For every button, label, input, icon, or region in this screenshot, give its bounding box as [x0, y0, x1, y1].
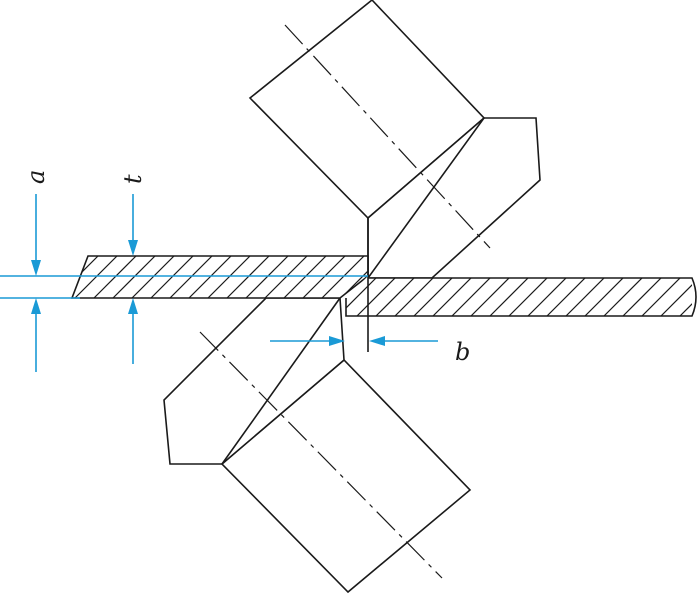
upper-blade-centerline — [284, 24, 491, 249]
hatch-line — [565, 276, 607, 316]
upper-blade-cutting-edge — [367, 117, 485, 279]
hatch-line — [321, 256, 365, 298]
hatch-line — [622, 276, 664, 316]
hatch-line — [283, 256, 327, 298]
hatch-line — [346, 276, 379, 316]
hatch-line — [603, 276, 645, 316]
hatch-line — [169, 256, 213, 298]
hatch-line — [641, 276, 683, 316]
hatch-line — [584, 276, 626, 316]
hatch-line — [508, 276, 550, 316]
hatch-line — [264, 256, 308, 298]
hatch-line — [150, 256, 194, 298]
label-b: b — [455, 338, 470, 366]
dimension-a-arrow-top — [31, 260, 41, 276]
dimension-t-arrow-top — [128, 240, 138, 256]
upper-blade — [248, 0, 541, 279]
hatch-line — [74, 256, 118, 298]
label-a: a — [22, 170, 50, 184]
hatch-line — [112, 256, 156, 298]
hatch-line — [207, 256, 251, 298]
hatch-line — [679, 276, 692, 316]
dimension-a-arrow-bottom — [31, 298, 41, 314]
hatch-line — [375, 276, 417, 316]
hatch-line — [226, 256, 270, 298]
hatch-line — [93, 256, 137, 298]
label-t: t — [119, 174, 147, 184]
hatch-line — [302, 256, 346, 298]
hatch-line — [413, 276, 455, 316]
hatch-line — [470, 276, 512, 316]
sheet-right — [345, 276, 697, 317]
sheet-left-outline — [70, 255, 369, 299]
hatch-line — [245, 256, 289, 298]
dimension-b-arrow-left — [329, 336, 345, 346]
hatch-line — [356, 276, 398, 316]
hatch-line — [131, 256, 175, 298]
hatch-line — [188, 256, 232, 298]
hatch-line — [72, 256, 80, 298]
dimension-b-arrow-right — [369, 336, 385, 346]
dimensions — [0, 194, 438, 372]
hatch-line — [527, 276, 569, 316]
lower-blade-centerline — [199, 331, 443, 579]
dimension-t-arrow-bottom — [128, 298, 138, 314]
hatch-line — [394, 276, 436, 316]
hatch-line — [489, 276, 531, 316]
lower-blade-cutting-edge — [221, 297, 341, 465]
lower-blade — [163, 297, 472, 594]
hatch-line — [546, 276, 588, 316]
sheet-right-outline — [345, 277, 697, 317]
hatch-line — [432, 276, 474, 316]
hatch-line — [451, 276, 493, 316]
hatch-line — [660, 276, 692, 316]
